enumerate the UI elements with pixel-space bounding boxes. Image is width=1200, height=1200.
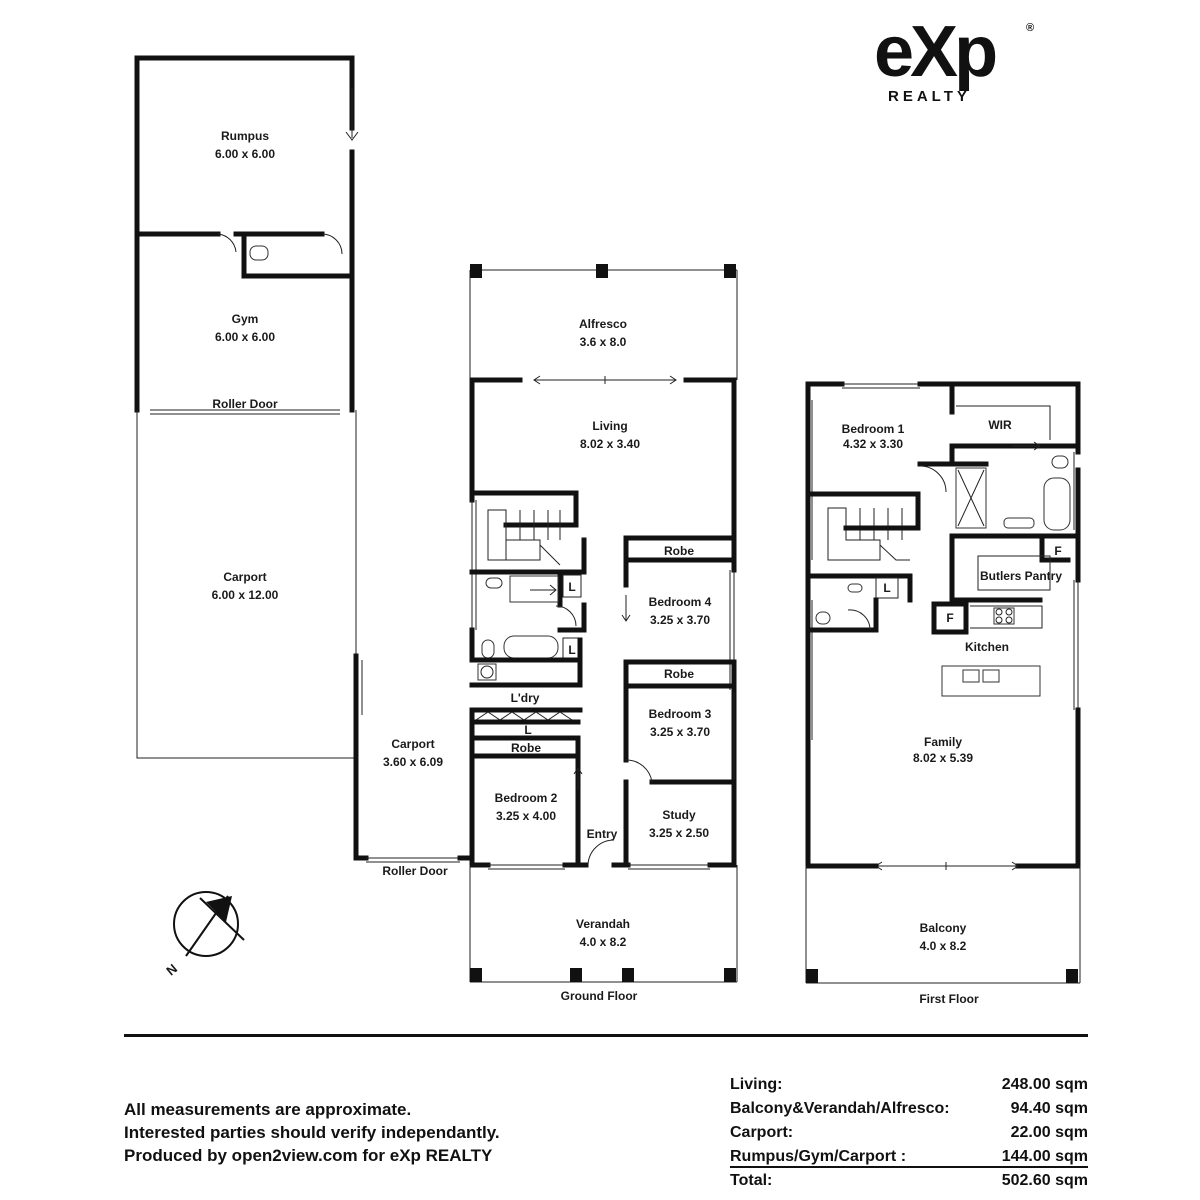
area-value: 502.60 sqm [1001,1172,1088,1189]
area-label: Living: [730,1076,783,1093]
disclaimer-notes: All measurements are approximate. Intere… [124,1098,644,1167]
area-row: Rumpus/Gym/Carport : 144.00 sqm [730,1146,1088,1168]
robe4-label: Robe [664,544,694,558]
post [470,264,482,278]
area-label: Balcony&Verandah/Alfresco: [730,1100,950,1117]
area-label: Carport: [730,1124,794,1141]
area-value: 94.40 sqm [1010,1100,1088,1117]
living-label: Living [592,419,627,433]
butlers-pantry-label: Butlers Pantry [980,569,1062,583]
roller-door-bottom-label: Roller Door [382,864,448,878]
verandah-dim: 4.0 x 8.2 [580,935,627,949]
bedroom4-label: Bedroom 4 [649,595,712,609]
robe3-label: Robe [664,667,694,681]
bedroom1-label: Bedroom 1 [842,422,905,436]
area-row: Living: 248.00 sqm [730,1074,1088,1098]
outbuilding [134,55,359,759]
area-row: Balcony&Verandah/Alfresco: 94.40 sqm [730,1098,1088,1122]
carport-big-label: Carport [223,570,266,584]
area-value: 248.00 sqm [1001,1076,1088,1093]
verandah-label: Verandah [576,917,630,931]
laundry-label: L'dry [511,691,540,705]
post [570,968,582,982]
logo-subtitle: REALTY [888,88,971,105]
family-dim: 8.02 x 5.39 [913,751,973,765]
bedroom1-dim: 4.32 x 3.30 [843,437,903,451]
first-floor-label: First Floor [919,992,979,1006]
post [806,969,818,983]
area-value: 22.00 sqm [1010,1124,1088,1141]
area-summary-table: Living: 248.00 sqm Balcony&Verandah/Alfr… [730,1074,1088,1194]
area-row: Carport: 22.00 sqm [730,1122,1088,1146]
alfresco-dim: 3.6 x 8.0 [580,335,627,349]
laundry-linen-label: L [524,723,531,737]
post [724,968,736,982]
area-value: 144.00 sqm [1001,1148,1088,1165]
bedroom3-label: Bedroom 3 [649,707,712,721]
bedroom2-label: Bedroom 2 [495,791,558,805]
balcony-dim: 4.0 x 8.2 [920,939,967,953]
ground-floor-label: Ground Floor [561,989,638,1003]
robe2-label: Robe [511,741,541,755]
carport-small-walls [353,653,475,863]
living-dim: 8.02 x 3.40 [580,437,640,451]
divider-rule [124,1034,1088,1037]
post [1066,969,1078,983]
linen3-label: L [883,581,890,595]
note-line: Interested parties should verify indepen… [124,1123,500,1142]
note-line: Produced by open2view.com for eXp REALTY [124,1146,493,1165]
note-line: All measurements are approximate. [124,1100,412,1119]
gym-label: Gym [232,312,259,326]
area-label: Rumpus/Gym/Carport : [730,1148,907,1165]
kitchen-label: Kitchen [965,640,1009,654]
study-label: Study [662,808,696,822]
carport-big-dim: 6.00 x 12.00 [212,588,279,602]
linen1-label: L [568,580,575,594]
first-floor [805,381,1081,984]
logo-registered-mark: ® [1026,22,1035,34]
post [596,264,608,278]
compass-north-label: N [163,961,180,979]
exp-realty-logo: eXp ® REALTY [870,12,1050,112]
logo-mark: eXp [874,12,998,92]
post [470,968,482,982]
rumpus-dim: 6.00 x 6.00 [215,147,275,161]
fridge2-label: F [946,611,953,625]
ground-floor [469,264,738,983]
area-row-total: Total: 502.60 sqm [730,1170,1088,1194]
area-label: Total: [730,1172,773,1189]
roller-door-top-label: Roller Door [212,397,278,411]
bedroom2-dim: 3.25 x 4.00 [496,809,556,823]
post [622,968,634,982]
post [724,264,736,278]
study-dim: 3.25 x 2.50 [649,826,709,840]
north-compass: N [163,891,245,979]
rumpus-label: Rumpus [221,129,269,143]
balcony-label: Balcony [920,921,967,935]
bedroom3-dim: 3.25 x 3.70 [650,725,710,739]
gym-dim: 6.00 x 6.00 [215,330,275,344]
bedroom4-dim: 3.25 x 3.70 [650,613,710,627]
fridge1-label: F [1054,544,1061,558]
alfresco-label: Alfresco [579,317,627,331]
carport-small-label: Carport [391,737,434,751]
entry-label: Entry [587,827,618,841]
carport-small-dim: 3.60 x 6.09 [383,755,443,769]
wir-label: WIR [988,418,1012,432]
linen2-label: L [568,643,575,657]
family-label: Family [924,735,962,749]
